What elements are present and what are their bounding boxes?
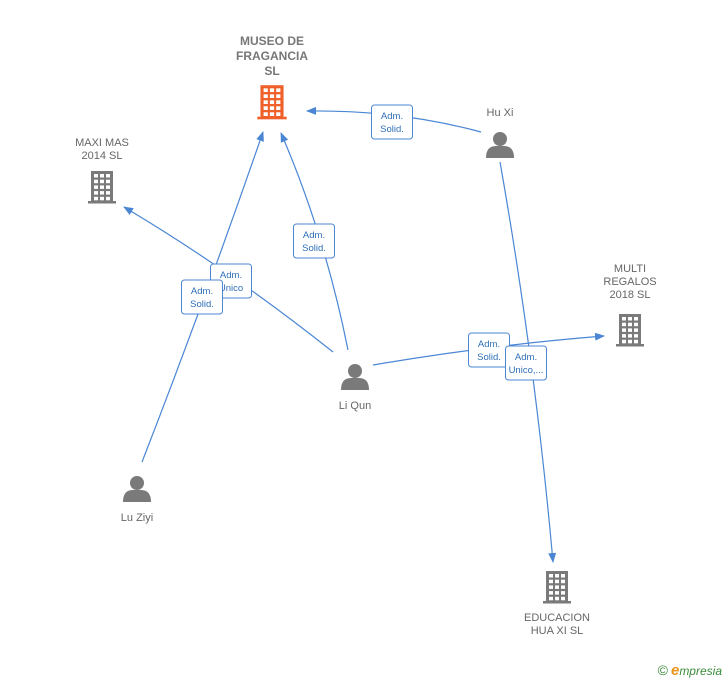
- node-huxi[interactable]: Hu Xi: [486, 107, 514, 158]
- edge-label-text: Solid.: [190, 299, 214, 310]
- person-icon: [123, 476, 151, 502]
- node-label-museo: SL: [264, 64, 279, 78]
- node-label-maxi: MAXI MAS: [75, 137, 129, 149]
- edge-label-huxi-to-educ[interactable]: Adm. Unico,...: [505, 345, 547, 381]
- brand-logo-text: mpresia: [679, 664, 722, 678]
- node-label-multi: 2018 SL: [610, 289, 651, 301]
- node-label-luziyi: Lu Ziyi: [121, 512, 153, 524]
- building-icon: [543, 571, 571, 604]
- edge-label-text: Solid.: [302, 243, 326, 254]
- node-label-educ: EDUCACION: [524, 612, 590, 624]
- building-icon: [616, 314, 644, 347]
- building-icon: [257, 85, 287, 120]
- node-label-multi: MULTI: [614, 263, 646, 275]
- edge-label-luziyi-to-museo[interactable]: Adm. Solid.: [181, 279, 223, 315]
- edge-label-text: Adm.: [515, 352, 537, 363]
- edge-label-box: [371, 104, 413, 140]
- copyright-symbol: ©: [657, 662, 668, 678]
- edge-label-text: Solid.: [380, 124, 404, 135]
- node-label-multi: REGALOS: [603, 276, 656, 288]
- building-icon: [88, 171, 116, 204]
- edge-label-text: Solid.: [477, 352, 501, 363]
- edge-label-box: [505, 345, 547, 381]
- edge-label-text: Adm.: [303, 230, 325, 241]
- edge-label-text: Adm.: [191, 286, 213, 297]
- node-label-liqun: Li Qun: [339, 400, 371, 412]
- edge-label-box: [181, 279, 223, 315]
- edge-labels-layer: Adm.Solid.Adm.Solid.Adm.UnicoAdm.Solid.A…: [181, 104, 547, 381]
- edge-label-box: [293, 223, 335, 259]
- node-label-museo: FRAGANCIA: [236, 49, 308, 63]
- node-luziyi[interactable]: Lu Ziyi: [121, 476, 153, 524]
- node-label-huxi: Hu Xi: [487, 107, 514, 119]
- edge-label-liqun-to-museo[interactable]: Adm. Solid.: [293, 223, 335, 259]
- edge-label-text: Adm.: [478, 339, 500, 350]
- edge-label-text: Unico,...: [509, 365, 544, 376]
- empresia-watermark: ©empresia: [658, 662, 722, 679]
- node-label-maxi: 2014 SL: [82, 150, 123, 162]
- edge-label-text: Unico: [219, 283, 243, 294]
- brand-logo-initial: e: [670, 662, 680, 679]
- edges-layer: [123, 106, 605, 563]
- person-icon: [486, 132, 514, 158]
- node-label-museo: MUSEO DE: [240, 34, 304, 48]
- edge-label-text: Adm.: [220, 270, 242, 281]
- node-liqun[interactable]: Li Qun: [339, 364, 371, 412]
- edge-label-liqun-to-multi[interactable]: Adm. Solid.: [468, 332, 510, 368]
- node-label-educ: HUA XI SL: [531, 625, 584, 637]
- edge-label-text: Adm.: [381, 111, 403, 122]
- person-icon: [341, 364, 369, 390]
- edge-label-huxi-to-museo[interactable]: Adm. Solid.: [371, 104, 413, 140]
